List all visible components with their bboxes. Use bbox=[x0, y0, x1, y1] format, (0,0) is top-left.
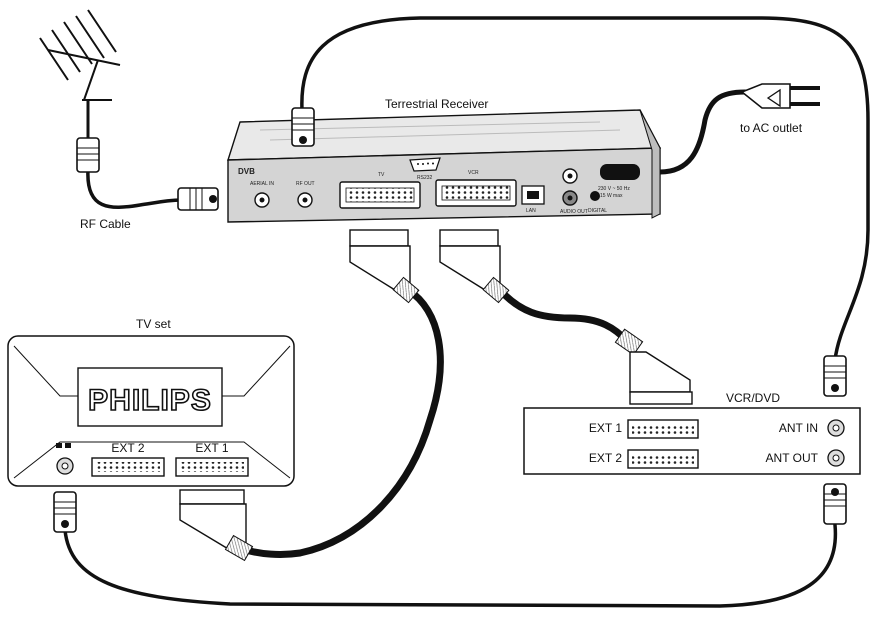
vcr-ant-out-jack[interactable] bbox=[827, 449, 845, 467]
rf-out-plug-icon bbox=[291, 107, 315, 147]
vcr-ant-in-label: ANT IN bbox=[779, 421, 818, 435]
tv-ext1-socket[interactable] bbox=[175, 457, 249, 477]
rs232-port[interactable] bbox=[409, 157, 441, 172]
vcr-socket-label: VCR bbox=[468, 170, 479, 176]
power-watt-label: 15 W max bbox=[600, 193, 623, 199]
vcr-ext2-socket[interactable] bbox=[627, 449, 699, 469]
cable-tv-ant-to-vcr-ant-out bbox=[63, 523, 838, 608]
rs232-label: RS232 bbox=[417, 175, 433, 181]
lan-label: LAN bbox=[526, 208, 536, 214]
terrestrial-receiver: DVB AERIAL IN RF OUT TV VCR RS232 bbox=[227, 109, 662, 223]
tv-brand-logo: PHILIPS bbox=[88, 384, 212, 417]
rf-plug-icon bbox=[177, 187, 219, 211]
scart-plug-tv-icon bbox=[349, 229, 420, 304]
cable-rf-out-to-vcr-ant-in bbox=[300, 16, 870, 362]
vcr-ext2-label: EXT 2 bbox=[589, 451, 622, 465]
audio-out-jacks[interactable] bbox=[562, 168, 578, 206]
vcr-ant-out-plug-icon bbox=[823, 483, 847, 525]
tv-ext2-socket[interactable] bbox=[91, 457, 165, 477]
scart-plug-vcr-icon bbox=[439, 229, 510, 304]
scart-plug-vcr-ext1-icon bbox=[614, 328, 693, 405]
digital-label: DIGITAL bbox=[588, 208, 607, 214]
audio-out-label: AUDIO OUT bbox=[560, 209, 588, 215]
power-rating-label: 230 V ~ 50 Hz bbox=[598, 186, 630, 192]
tv-ext1-label: EXT 1 bbox=[195, 441, 228, 455]
cable-rf-antenna bbox=[86, 168, 184, 209]
ac-outlet-label: to AC outlet bbox=[740, 121, 803, 135]
tv-antenna-jack[interactable] bbox=[56, 457, 74, 475]
rf-out-label: RF OUT bbox=[296, 181, 315, 187]
digital-out-jack[interactable] bbox=[590, 191, 600, 201]
ac-plug-icon bbox=[740, 83, 820, 109]
vcr-ext1-label: EXT 1 bbox=[589, 421, 622, 435]
rf-out-jack[interactable] bbox=[297, 192, 313, 208]
receiver-label: Terrestrial Receiver bbox=[385, 97, 488, 111]
tv-set: PHILIPS EXT 2 EXT 1 bbox=[7, 335, 295, 487]
vcr-ext1-socket[interactable] bbox=[627, 419, 699, 439]
antenna-plug-icon bbox=[76, 137, 100, 173]
cable-scart-tv bbox=[242, 286, 444, 558]
dvb-mark: DVB bbox=[238, 167, 255, 176]
antenna-icon bbox=[39, 9, 121, 140]
lan-port[interactable] bbox=[521, 185, 545, 205]
scart-vcr-socket[interactable] bbox=[435, 179, 517, 207]
scart-tv-socket[interactable] bbox=[339, 181, 421, 209]
cable-scart-vcr bbox=[496, 286, 632, 346]
vcr-ant-out-label: ANT OUT bbox=[766, 451, 819, 465]
aerial-in-jack[interactable] bbox=[254, 192, 270, 208]
tv-ant-plug-icon bbox=[53, 491, 77, 533]
aerial-in-label: AERIAL IN bbox=[250, 181, 274, 187]
tv-ext2-label: EXT 2 bbox=[111, 441, 144, 455]
power-socket[interactable] bbox=[600, 164, 640, 180]
vcr-ant-in-jack[interactable] bbox=[827, 419, 845, 437]
vcr-dvd: EXT 1 EXT 2 ANT IN ANT OUT bbox=[523, 407, 861, 475]
tv-socket-label: TV bbox=[378, 172, 385, 178]
cable-power-cord bbox=[637, 89, 748, 175]
tv-set-label: TV set bbox=[136, 317, 171, 331]
cables bbox=[63, 16, 870, 608]
rf-cable-label: RF Cable bbox=[80, 217, 131, 231]
scart-plug-tv-ext1-icon bbox=[179, 489, 254, 562]
vcr-dvd-label: VCR/DVD bbox=[726, 391, 780, 405]
tv-antenna-icon bbox=[56, 443, 71, 448]
vcr-ant-in-plug-icon bbox=[823, 355, 847, 397]
